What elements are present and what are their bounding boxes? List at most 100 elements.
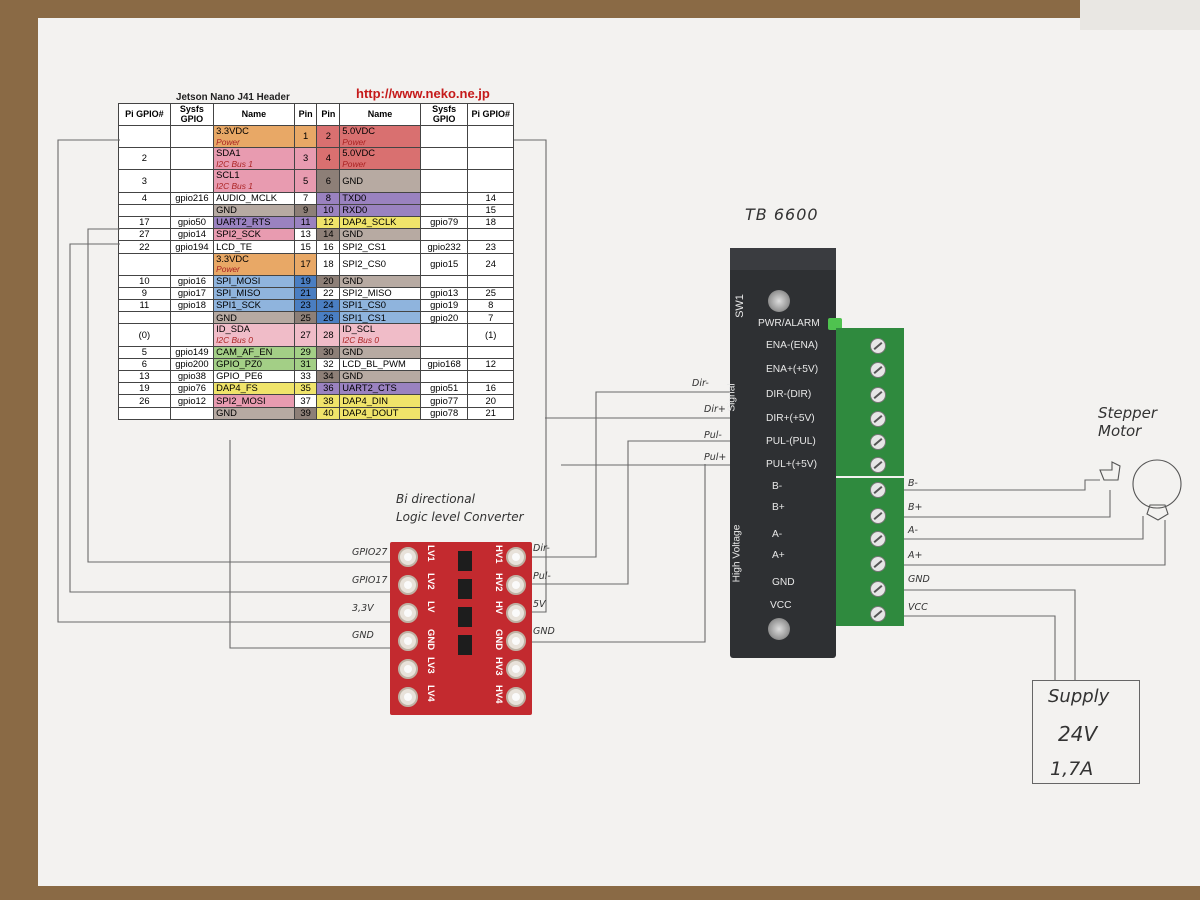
hv-pad [506,687,526,707]
cell-text: GPIO_PZ0 [216,358,262,370]
cell-text: gpio12 [177,394,206,406]
lv-pad [398,547,418,567]
terminal-screw [870,606,886,622]
stepper-motor-lead-2 [1146,504,1169,521]
wire-a-minus [890,516,1144,540]
supply-line-1: Supply [1048,686,1110,707]
cell-text: 20 [485,394,496,406]
cell-lsys [169,311,215,325]
hv-pin-label: HV2 [493,573,504,592]
mosfet-chip [458,635,472,655]
cell-lsys [169,406,215,420]
cell-lname: SPI1_SCK [213,299,295,313]
signal-pin-label: PUL+(+5V) [766,459,817,470]
cell-text: LCD_BL_PWM [342,358,406,370]
cell-text: 16 [323,240,334,252]
cell-rname: RXD0 [339,203,421,217]
cell-text: gpio20 [430,311,459,323]
cell-text: gpio232 [427,240,461,252]
cell-text: 11 [300,216,311,228]
hv-pin-label: VCC [770,600,792,611]
cell-text: GND [216,204,237,216]
cell-text: 13 [300,228,311,240]
table-title: Jetson Nano J41 Header [176,92,290,103]
cell-text: gpio38 [177,370,206,382]
cell-text: 39 [300,407,311,418]
cell-text: ID_SCL [342,323,376,335]
cell-lname: GPIO_PZ0 [213,357,295,372]
wire-gnd-supply [890,589,1076,680]
cell-text: 15 [485,204,496,216]
cell-text: 16 [485,382,496,394]
cell-lpin: 19 [293,274,318,288]
cell-text: SPI_MOSI [216,275,261,286]
cell-lpin: 7 [293,191,318,205]
cell-text: 27 [300,328,311,340]
lv-pin-label: LV1 [425,545,436,562]
wire-pul-minus [528,440,745,585]
cell-lname: DAP4_FS [213,382,295,396]
cell-text: gpio15 [430,257,459,269]
cell-text: 1 [303,130,309,142]
cell-lpin: 11 [293,215,318,230]
cell-text: GND [342,370,364,382]
cell-text: 17 [300,257,311,269]
cell-text: 18 [485,216,496,228]
cell-text: 28 [323,328,334,340]
converter-left-label: GPIO17 [352,575,388,586]
cell-text: 36 [323,382,334,394]
cell-rpin: 10 [316,203,341,217]
lv-pin-label: LV3 [425,657,436,674]
cell-text: SPI1_CS0 [342,299,386,311]
cell-text: UART2_CTS [342,382,397,394]
lv-pin-label: GND [425,629,436,651]
cell-text: 13 [139,370,150,382]
cell-text: SPI2_CS1 [342,240,386,252]
wire-5v [514,139,547,613]
cell-text: GND [342,228,364,240]
cell-text: 2 [325,130,331,142]
cell-text: GPIO_PE6 [216,370,263,382]
power-supply-box [1032,680,1140,784]
cell-rname: GND [339,169,421,193]
driver-output-label: B+ [908,502,923,513]
cell-text: (0) [138,328,151,340]
hv-pin-label: HV3 [493,657,504,676]
hv-pin-label: A+ [772,550,785,561]
converter-right-label: 5V [533,599,546,610]
wire-b-plus [890,490,1111,518]
cell-lpin: 15 [293,240,318,254]
signal-terminal-block [836,328,904,476]
cell-text: SPI2_MOSI [216,394,266,406]
cell-rname: GND [339,228,421,242]
cell-text: 6 [325,174,331,186]
cell-text: SDA1 [216,147,241,159]
cell-text: SCL1 [216,169,240,181]
cell-text: 3.3VDC [216,125,249,136]
cell-text: CAM_AF_EN [216,346,273,357]
terminal-screw [870,556,886,572]
cell-text: DAP4_SCLK [342,216,397,228]
cell-text: 22 [323,287,334,299]
cell-text: 23 [485,240,496,252]
cell-lpin: 25 [293,311,318,325]
cell-rpi: 7 [467,311,514,325]
cell-text: 26 [323,311,334,323]
hv-pin-label: A- [772,529,783,540]
cell-text: SPI2_SCK [216,228,261,240]
cell-text: 9 [303,204,309,216]
driver-top-screw [768,290,790,312]
cell-text: gpio18 [177,299,206,311]
cell-subtext: Power [342,158,366,169]
cell-text: 5.0VDC [342,147,376,159]
hv-pin-label: HV1 [493,545,504,564]
